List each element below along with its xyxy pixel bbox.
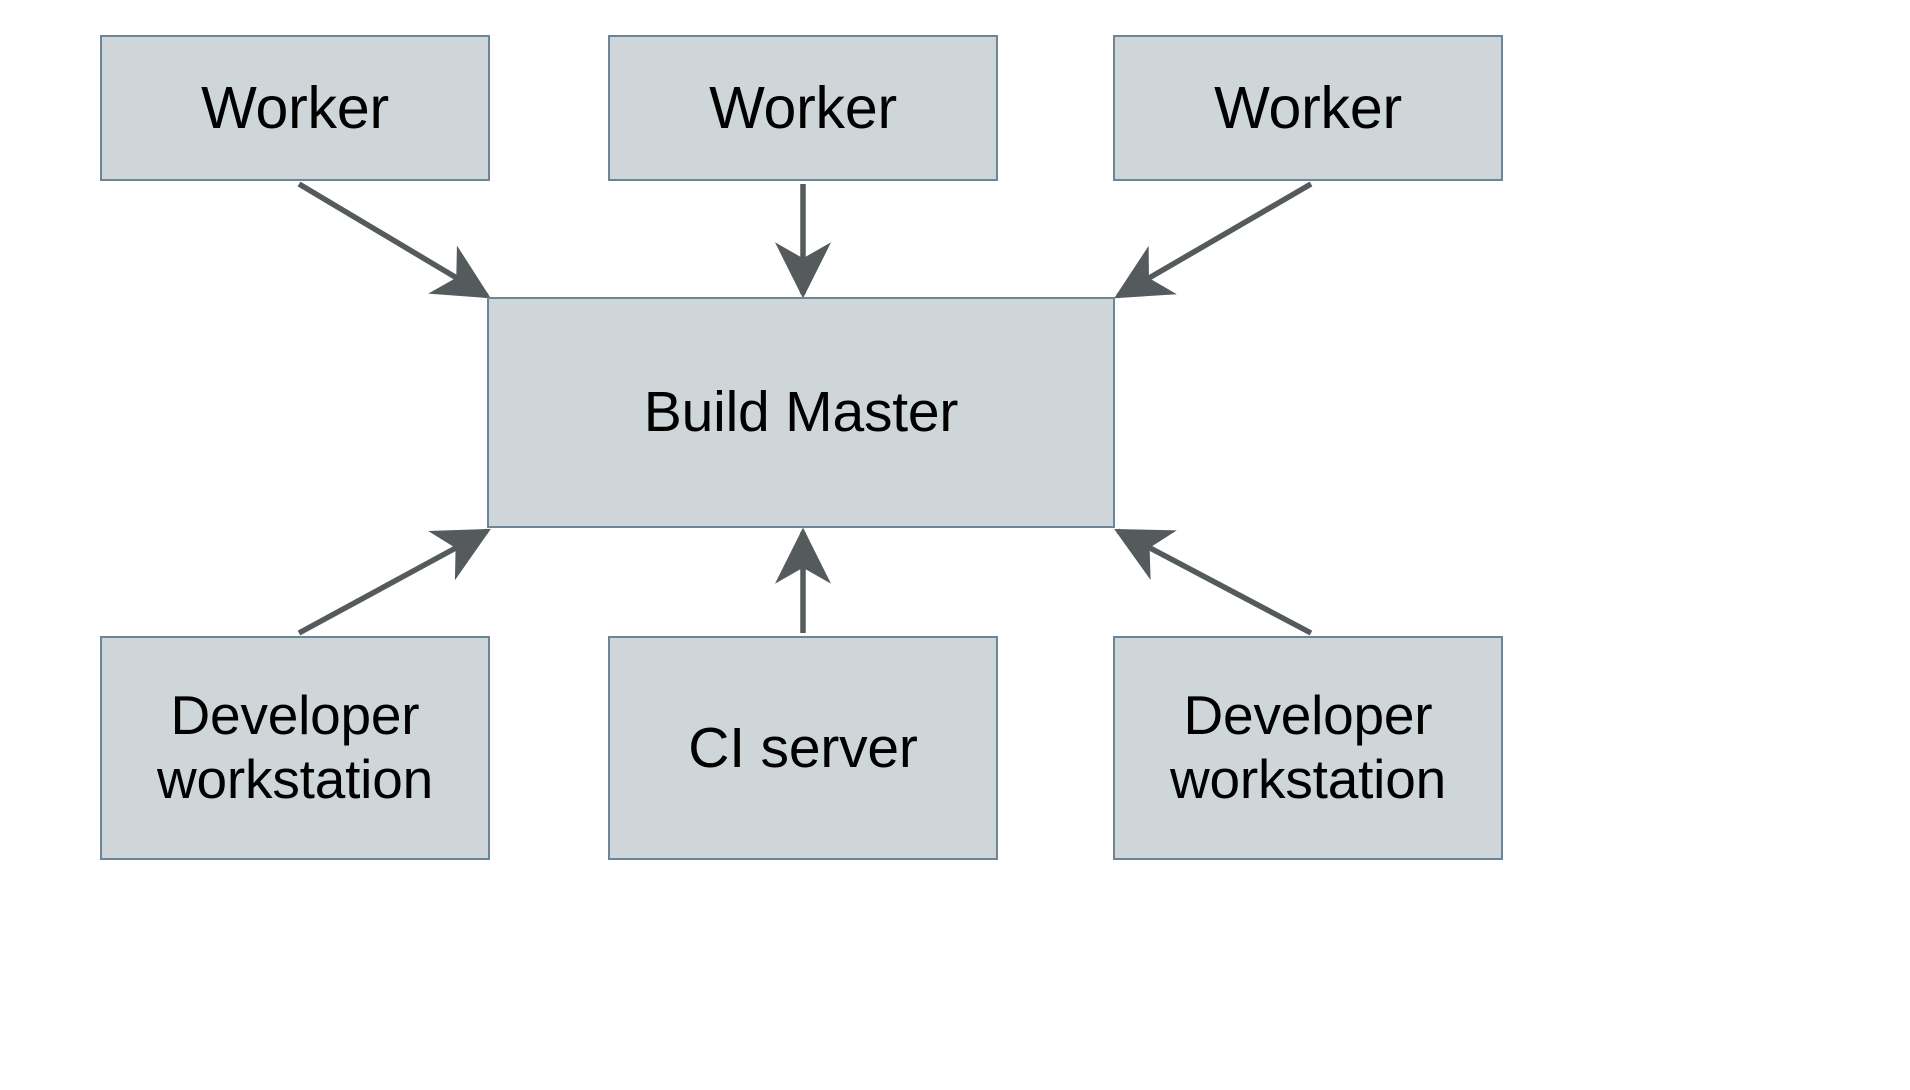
node-label: Worker — [709, 74, 897, 141]
edge-worker-3-to-build-master — [1114, 181, 1313, 299]
node-ci-server[interactable]: CI server — [608, 636, 998, 860]
node-developer-workstation-2[interactable]: Developer workstation — [1113, 636, 1503, 860]
node-label: Worker — [1214, 74, 1402, 141]
node-worker-2[interactable]: Worker — [608, 35, 998, 181]
node-label: Worker — [201, 74, 389, 141]
node-build-master[interactable]: Build Master — [487, 297, 1115, 528]
node-label: Developer workstation — [1170, 684, 1446, 810]
node-worker-3[interactable]: Worker — [1113, 35, 1503, 181]
node-label: Build Master — [643, 380, 959, 445]
node-developer-workstation-1[interactable]: Developer workstation — [100, 636, 490, 860]
edge-dev-ws-2-to-build-master — [1114, 528, 1313, 636]
node-worker-1[interactable]: Worker — [100, 35, 490, 181]
node-label: CI server — [688, 715, 918, 780]
edge-worker-1-to-build-master — [297, 181, 491, 299]
edge-dev-ws-1-to-build-master — [297, 528, 491, 636]
node-label: Developer workstation — [157, 684, 433, 810]
